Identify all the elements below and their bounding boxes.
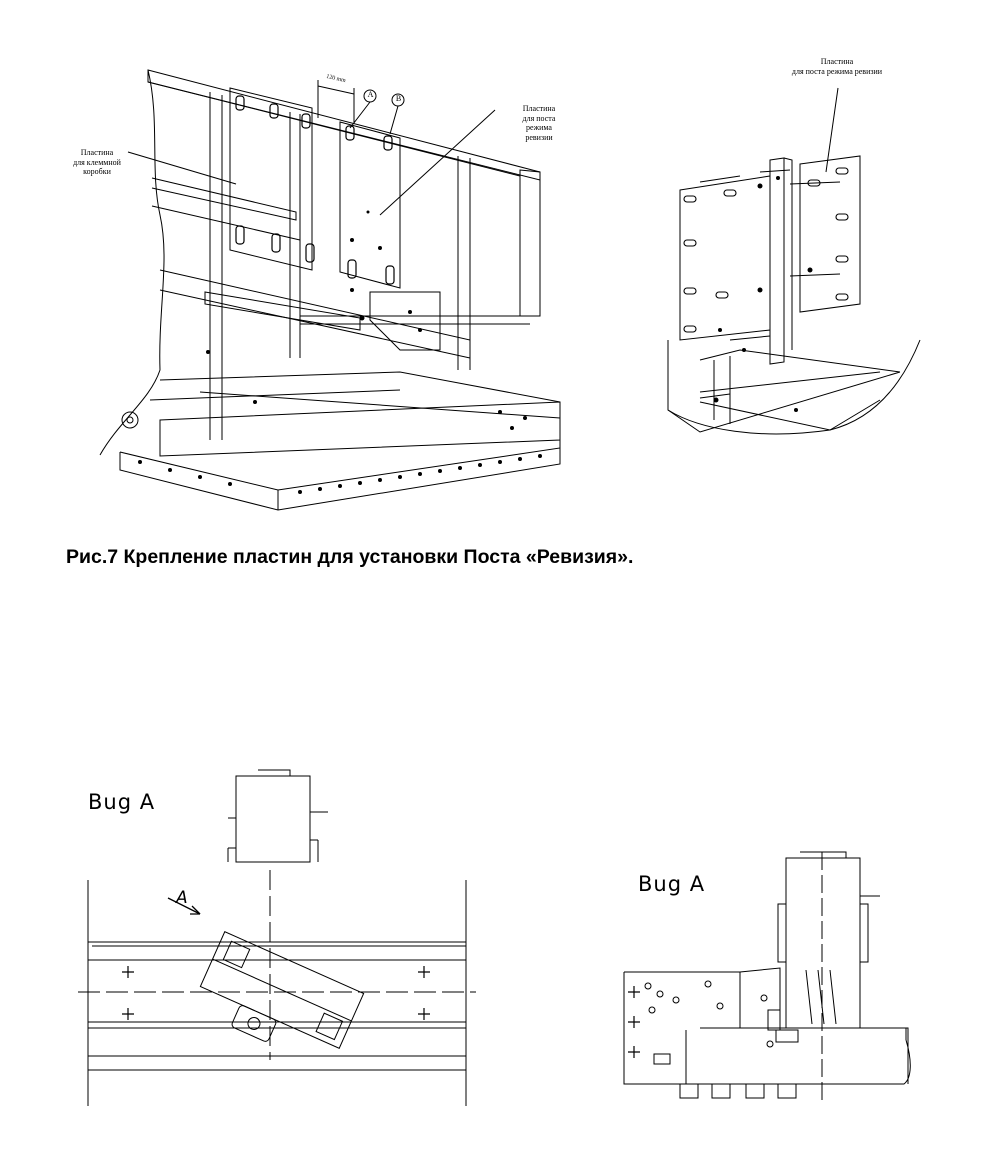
label-terminal-box-plate: Пластина для клеммной коробки — [56, 148, 138, 177]
view-a-label-right: Bug A — [638, 872, 706, 896]
figure-caption: Рис.7 Крепление пластин для установки По… — [66, 546, 634, 568]
label-line: для поста режима ревизии — [791, 66, 883, 76]
label-line: Пластина — [820, 57, 854, 66]
frame-isometric-drawing — [99, 69, 561, 511]
label-line: режима — [526, 123, 552, 132]
label-line: для клеммной — [73, 157, 121, 167]
label-line: коробки — [83, 167, 111, 176]
label-line: Пластина — [80, 148, 114, 157]
marker-a-label: A — [367, 90, 374, 99]
label-inspection-plate-right: Пластина для поста режима ревизии — [770, 57, 904, 76]
label-line: ревизии — [525, 132, 553, 142]
label-line: для поста — [522, 113, 556, 123]
view-a-label-left: Bug A — [88, 790, 156, 814]
view-arrow-label: A — [176, 888, 188, 908]
label-inspection-plate-left: Пластина для поста режима ревизии — [508, 104, 570, 142]
plate-detail-drawing — [667, 87, 921, 435]
marker-b-label: B — [395, 94, 402, 103]
label-line: Пластина — [522, 104, 556, 113]
